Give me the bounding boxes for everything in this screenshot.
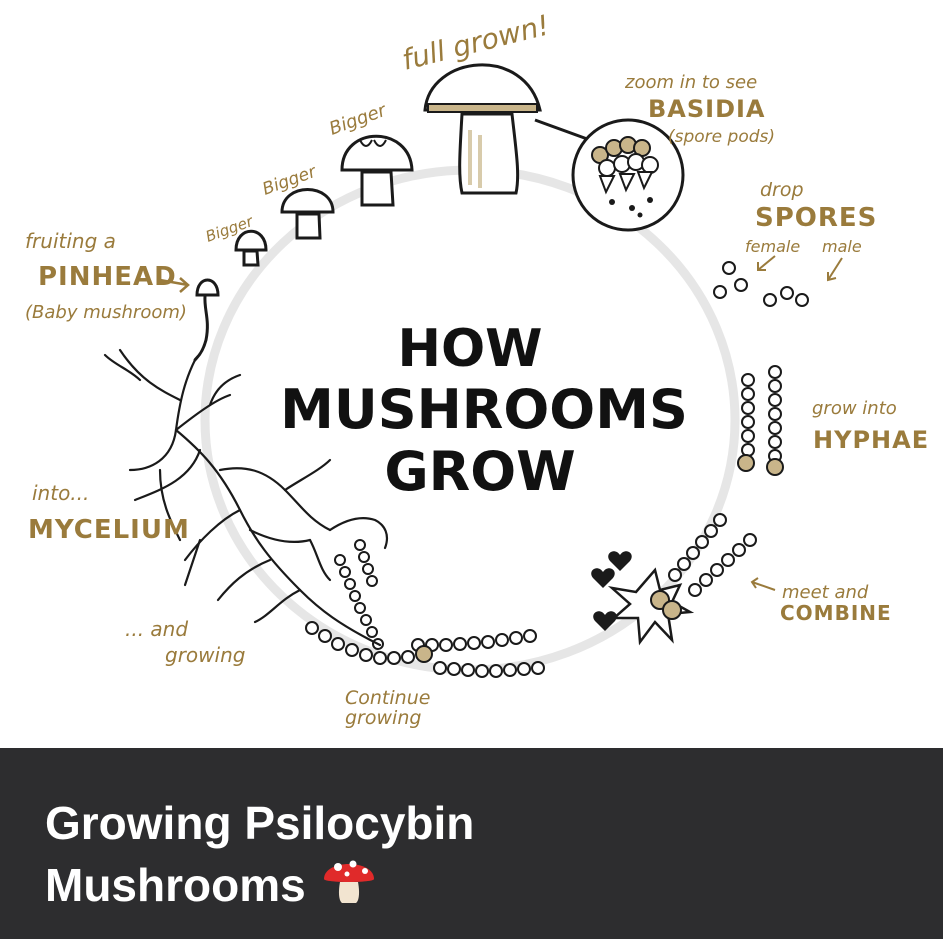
label-zoom-in: zoom in to see [624, 72, 757, 93]
label-bigger-3: Bigger [327, 99, 391, 139]
pinhead-mushroom [193, 278, 220, 362]
label-spores: SPORES [755, 203, 877, 233]
title-line-mushrooms: MUSHROOMS [280, 378, 688, 441]
label-grow-into: grow into [812, 398, 897, 419]
label-hyphae: HYPHAE [813, 426, 929, 454]
heart-icons [591, 551, 632, 631]
label-combine: COMBINE [780, 601, 892, 625]
title-line-grow: GROW [384, 440, 575, 503]
male-arrow [827, 257, 843, 282]
continuing-strands [305, 539, 545, 678]
combine-arrow [750, 577, 776, 591]
combining-strands [607, 513, 757, 646]
label-into: into... [32, 481, 89, 505]
label-fruiting-a: fruiting a [25, 229, 116, 253]
label-continue: Continue [345, 687, 430, 709]
pinhead-arrow [159, 277, 190, 293]
caption-bar [0, 748, 943, 939]
label-mycelium: MYCELIUM [28, 515, 190, 545]
hyphae-strands [737, 365, 784, 476]
label-spore-pods: (spore pods) [668, 127, 775, 147]
mushroom-emoji-icon [323, 860, 374, 903]
bigger-mushroom-2 [280, 188, 335, 240]
bigger-mushroom-3 [340, 134, 414, 207]
label-and: ... and [125, 617, 188, 641]
mushroom-lifecycle-diagram: HOW MUSHROOMS GROW full grown! Bigger Bi… [25, 8, 929, 729]
caption-line-2: Mushrooms [45, 853, 905, 915]
label-meet-and: meet and [782, 582, 869, 603]
spore-dots [713, 261, 809, 307]
basidia-cluster [591, 136, 659, 218]
label-pinhead: PINHEAD [38, 262, 177, 292]
label-baby-mushroom: (Baby mushroom) [25, 302, 187, 323]
caption-line-2-text: Mushrooms [45, 859, 306, 911]
full-grown-mushroom [423, 63, 542, 195]
label-male: male [822, 237, 862, 256]
post-caption: Growing Psilocybin Mushrooms [45, 793, 905, 915]
female-arrow [757, 255, 776, 271]
mycelium-branches [103, 348, 389, 647]
label-drop: drop [760, 179, 804, 201]
zoom-line [534, 118, 591, 142]
caption-line-1: Growing Psilocybin [45, 797, 475, 849]
label-basidia: BASIDIA [648, 95, 766, 123]
label-continue-growing: growing [345, 707, 421, 729]
bigger-mushroom-1 [234, 229, 268, 267]
label-and-growing: growing [165, 643, 245, 667]
label-female: female [745, 237, 800, 256]
title-line-how: HOW [397, 319, 542, 379]
